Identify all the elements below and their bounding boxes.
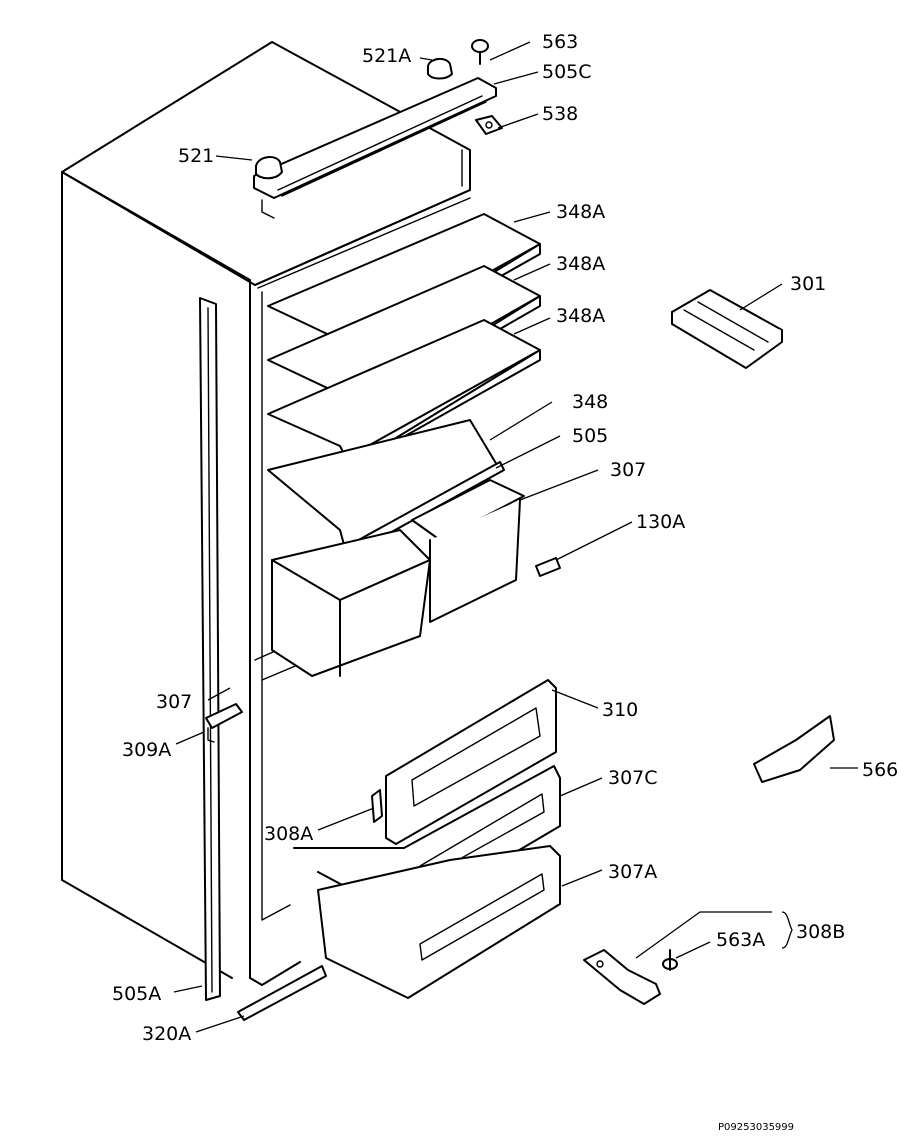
glass-shelf-348a-3	[267, 319, 541, 467]
label-301: 301	[790, 273, 826, 295]
label-348a-1: 348A	[556, 201, 605, 223]
clip-309a	[205, 703, 243, 743]
label-309a: 309A	[122, 739, 171, 761]
screw-563a	[662, 949, 678, 971]
label-310: 310	[602, 699, 638, 721]
label-348a-3: 348A	[556, 305, 605, 327]
leader-lines	[173, 41, 858, 1033]
label-563a: 563A	[716, 929, 765, 951]
part-labels: 563 521A 505C 538 521 348A 348A 348A 301…	[112, 31, 898, 1045]
drawer-front-310	[385, 679, 557, 845]
hinge-308b	[583, 949, 661, 1005]
label-307a: 307A	[608, 861, 657, 883]
trim-strip-505a	[199, 297, 221, 1001]
label-307-left: 307	[156, 691, 192, 713]
rail-320a	[237, 965, 327, 1021]
label-307-right: 307	[610, 459, 646, 481]
clip-130a	[535, 557, 561, 577]
bracket-538	[475, 115, 503, 135]
clip-308a	[371, 789, 383, 823]
label-307c: 307C	[608, 767, 658, 789]
label-505c: 505C	[542, 61, 592, 83]
bracket-566	[753, 715, 835, 783]
hinge-cap-521	[255, 156, 283, 180]
label-521a: 521A	[362, 45, 411, 67]
ice-tray-301	[671, 289, 783, 369]
cap-521a	[427, 58, 453, 80]
top-cover-505c	[253, 77, 497, 219]
label-320a: 320A	[142, 1023, 191, 1045]
label-538: 538	[542, 103, 578, 125]
label-521: 521	[178, 145, 214, 167]
screw-563	[471, 39, 489, 65]
label-308b: 308B	[796, 921, 845, 943]
crisper-box-307-right	[411, 479, 525, 623]
cabinet-body	[61, 41, 471, 986]
label-130a: 130A	[636, 511, 685, 533]
label-566: 566	[862, 759, 898, 781]
document-code: P09253035999	[718, 1122, 794, 1133]
label-348a-2: 348A	[556, 253, 605, 275]
label-505a: 505A	[112, 983, 161, 1005]
label-563: 563	[542, 31, 578, 53]
crisper-box-307-left	[271, 529, 431, 677]
label-348: 348	[572, 391, 608, 413]
drawer-307a	[317, 845, 561, 999]
label-308a: 308A	[264, 823, 313, 845]
label-505: 505	[572, 425, 608, 447]
